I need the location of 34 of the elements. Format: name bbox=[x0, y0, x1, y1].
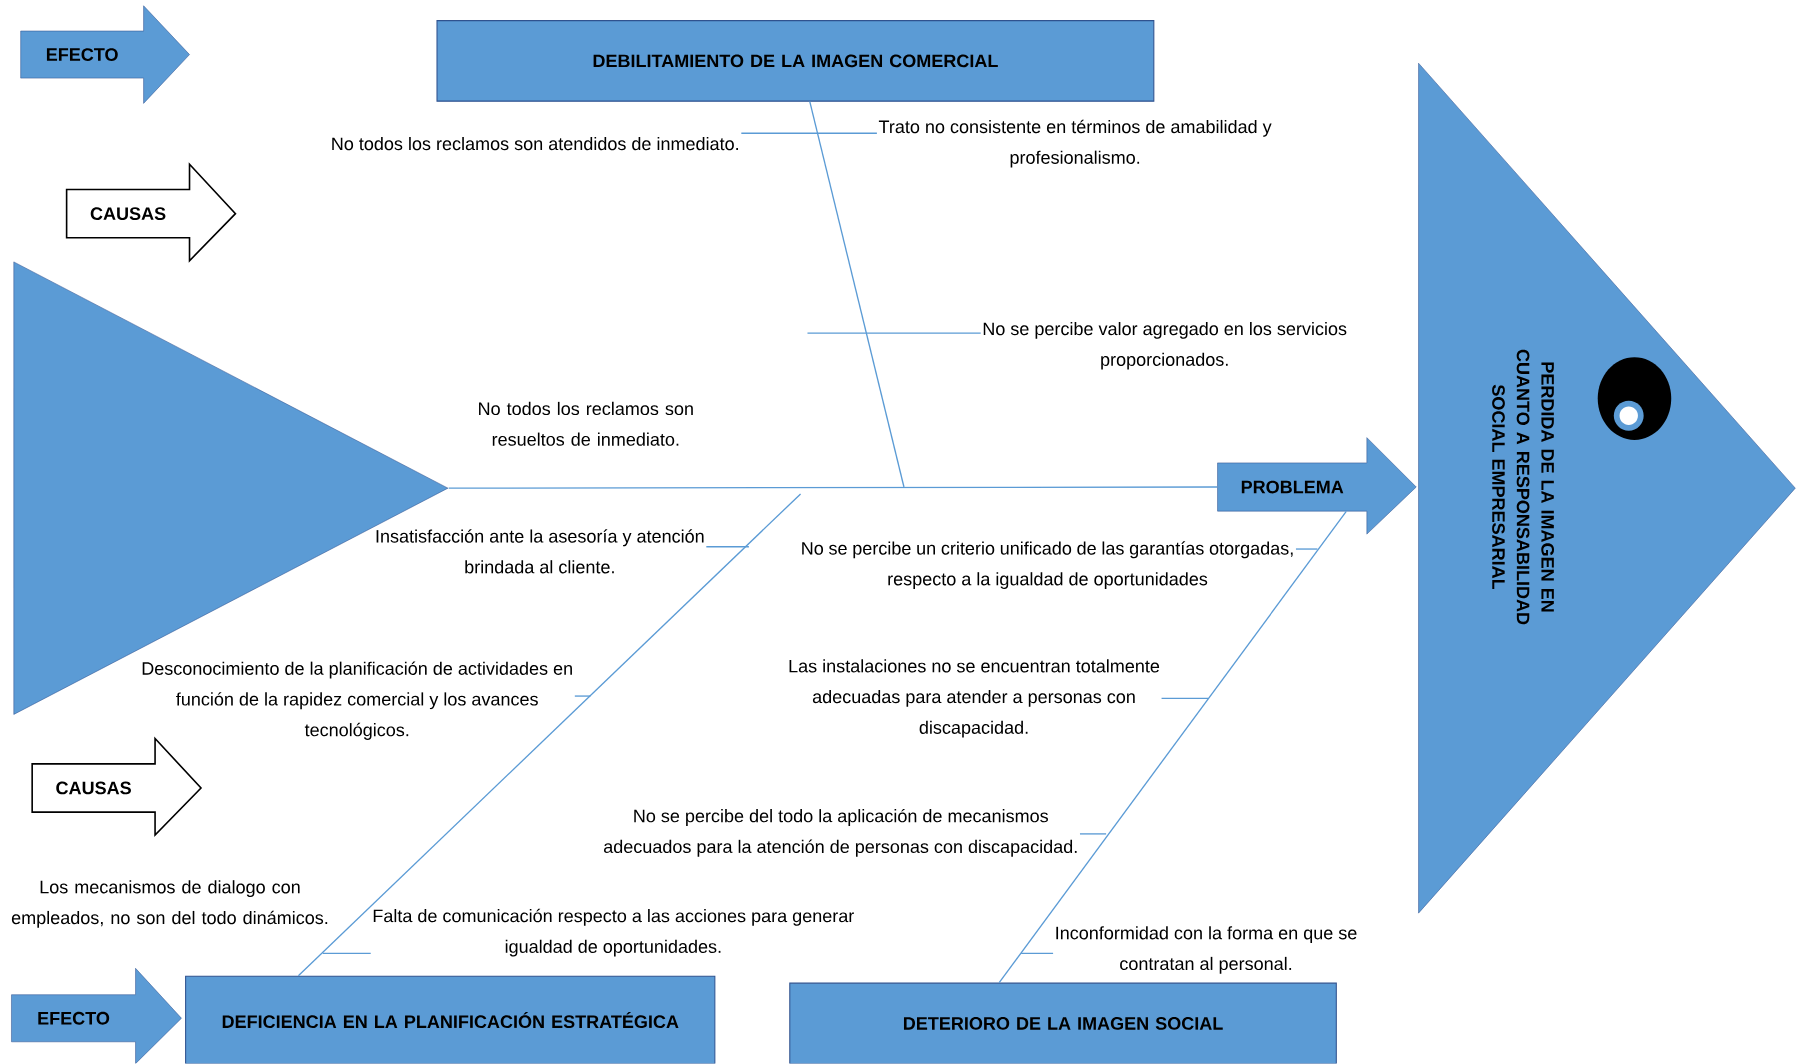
leader-line bbox=[574, 695, 592, 697]
cause-text: No se percibe del todo la aplicación de mecanismos adecuados para la atención de personas con discapacidad. bbox=[604, 809, 1077, 857]
arrow-sign: CAUSAS bbox=[65, 162, 237, 263]
note-text: No todos los reclamos son resueltos de inmediato. bbox=[479, 402, 693, 446]
fish-bone bbox=[297, 493, 802, 977]
arrow-sign: EFECTO bbox=[20, 5, 190, 104]
cause-text: No se percibe un criterio unificado de las garantías otorgadas, respecto a la igualdad de oportunidades bbox=[802, 541, 1293, 590]
arrow-sign: CAUSAS bbox=[31, 736, 203, 838]
arrow-sign: EFECTO bbox=[11, 968, 182, 1064]
leader-line bbox=[1079, 833, 1107, 835]
cause-text: Inconformidad con la forma en que se contratan al personal. bbox=[1056, 926, 1357, 974]
fish-bone bbox=[447, 486, 1218, 490]
cause-text: Las instalaciones no se encuentran totalmente adecuadas para atender a personas con discapacidad. bbox=[789, 659, 1160, 738]
leader-line bbox=[817, 132, 878, 135]
fish-bone bbox=[809, 101, 905, 488]
cause-text: No se percibe valor agregado en los servicios proporcionados. bbox=[983, 322, 1347, 370]
leader-line bbox=[740, 132, 819, 135]
leader-line bbox=[705, 546, 750, 548]
leader-line bbox=[1295, 548, 1319, 550]
cause-text: Insatisfacción ante la asesoría y atención brindada al cliente. bbox=[376, 529, 704, 574]
fish-head: PERDIDA DE LA IMAGEN EN CUANTO A RESPONSABILIDAD SOCIAL EMPRESARIAL bbox=[1418, 63, 1796, 914]
cause-text: Falta de comunicación respecto a las acciones para generar igualdad de oportunidades. bbox=[373, 909, 854, 957]
leader-line bbox=[1020, 952, 1054, 955]
effect-box: DEFICIENCIA EN LA PLANIFICACIÓN ESTRATÉGICA bbox=[185, 975, 716, 1064]
leader-line bbox=[322, 952, 372, 955]
cause-text: Trato no consistente en términos de amabilidad y profesionalismo. bbox=[878, 119, 1272, 168]
cause-text: No todos los reclamos son atendidos de inmediato. bbox=[332, 137, 738, 151]
leader-line bbox=[1160, 697, 1209, 700]
arrow-sign: PROBLEMA bbox=[1217, 437, 1417, 535]
note-text: Los mecanismos de dialogo con empleados, no son del todo dinámicos. bbox=[11, 880, 328, 928]
effect-box: DEBILITAMIENTO DE LA IMAGEN COMERCIAL bbox=[436, 20, 1155, 102]
fish-bone bbox=[998, 510, 1347, 984]
effect-box: DETERIORO DE LA IMAGEN SOCIAL bbox=[789, 982, 1337, 1064]
leader-line bbox=[806, 332, 982, 334]
